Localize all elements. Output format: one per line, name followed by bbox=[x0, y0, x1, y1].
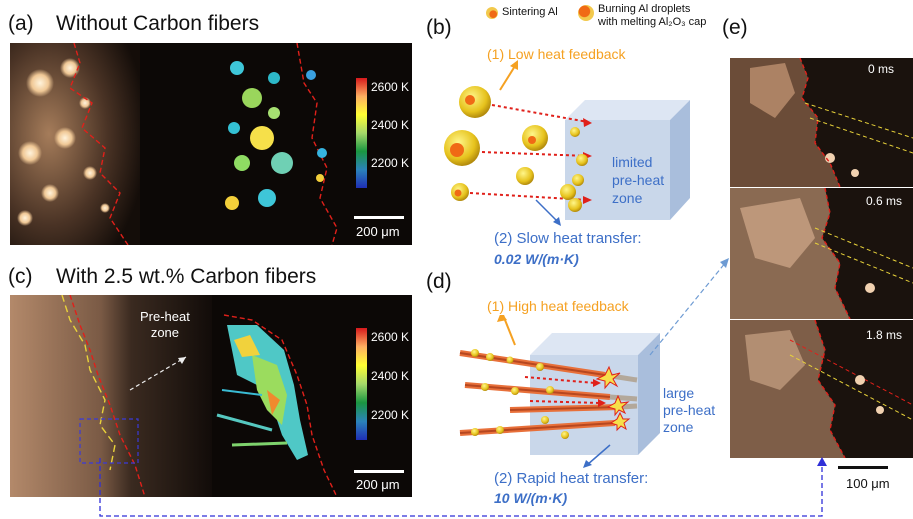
panel-b-cube-line1: limited bbox=[612, 154, 653, 170]
panel-d-cube-line1: large bbox=[663, 385, 695, 401]
panel-b-conductivity-value: 0.02 W/(m·K) bbox=[494, 251, 579, 267]
panel-b-feedback-label: (1) Low heat feedback bbox=[487, 46, 626, 62]
panel-e-time-0: 0 ms bbox=[868, 62, 895, 76]
panel-b-tag: (b) bbox=[426, 16, 452, 39]
panel-a-colorbar-tick-2600: 2600 K bbox=[371, 80, 410, 94]
panel-a-tag: (a) bbox=[8, 12, 34, 35]
panel-e-frame-0 bbox=[730, 58, 913, 188]
panel-c-tag: (c) bbox=[8, 265, 33, 288]
panel-b-transfer-label: (2) Slow heat transfer: bbox=[494, 230, 642, 247]
legend-burning-label: Burning Al droplets with melting Al₂O₃ c… bbox=[598, 3, 706, 29]
region-link-arrow bbox=[99, 458, 823, 517]
panel-e-tag: (e) bbox=[722, 16, 748, 39]
panel-c-colorbar bbox=[356, 328, 367, 440]
panel-c-colorbar-tick-2400: 2400 K bbox=[371, 369, 410, 383]
panel-d-cube-line2: pre-heat bbox=[663, 402, 716, 418]
panel-a-scalebar bbox=[354, 216, 404, 219]
panel-c-title: With 2.5 wt.% Carbon fibers bbox=[56, 265, 317, 288]
panel-c-scalebar bbox=[354, 470, 404, 473]
panel-a-scalebar-label: 200 μm bbox=[356, 224, 400, 239]
panel-b-cube-line2: pre-heat bbox=[612, 172, 665, 188]
panel-c-flame-image bbox=[10, 295, 212, 497]
panel-a-colorbar-tick-2400: 2400 K bbox=[371, 118, 410, 132]
legend-burning-line1: Burning Al droplets bbox=[598, 3, 691, 15]
region-link-arrow-head bbox=[817, 457, 827, 466]
zoom-arrow-head bbox=[720, 258, 729, 268]
panel-a-flame-image bbox=[10, 43, 212, 245]
legend-burning-line2: with melting Al₂O₃ cap bbox=[598, 16, 707, 28]
panel-c-annotation-line2: zone bbox=[150, 325, 180, 340]
panel-e-frame-2 bbox=[730, 320, 913, 458]
panel-b-cube-line3: zone bbox=[612, 190, 643, 206]
panel-c-colorbar-tick-2200: 2200 K bbox=[371, 408, 410, 422]
panel-b-schematic bbox=[440, 60, 730, 240]
legend-sintering-label: Sintering Al bbox=[502, 6, 558, 18]
panel-d-feedback-label: (1) High heat feedback bbox=[487, 298, 629, 314]
panel-e-scalebar-label: 100 μm bbox=[846, 476, 890, 491]
panel-c-colorbar-tick-2600: 2600 K bbox=[371, 330, 410, 344]
sintering-al-legend-icon bbox=[486, 7, 498, 19]
panel-c-annotation-line1: Pre-heat bbox=[140, 309, 190, 324]
panel-c-preheat-annotation: Pre-heat zone bbox=[140, 309, 190, 341]
panel-e-time-1: 0.6 ms bbox=[866, 194, 903, 208]
panel-c-temperature-map bbox=[212, 295, 412, 497]
panel-b-cube-label: limited pre-heat zone bbox=[612, 153, 664, 207]
zoom-arrow-d-to-e bbox=[649, 261, 727, 356]
panel-d-cube-line3: zone bbox=[663, 419, 694, 435]
panel-a-title: Without Carbon fibers bbox=[56, 12, 260, 35]
panel-a-temperature-map bbox=[212, 43, 412, 245]
panel-d-cube-label: large pre-heat zone bbox=[663, 385, 715, 436]
panel-d-transfer-label: (2) Rapid heat transfer: bbox=[494, 470, 649, 487]
panel-d-conductivity-value: 10 W/(m·K) bbox=[494, 490, 568, 506]
panel-e-scalebar bbox=[838, 466, 888, 469]
panel-a-colorbar bbox=[356, 78, 367, 188]
panel-d-schematic bbox=[455, 312, 725, 470]
panel-e-time-2: 1.8 ms bbox=[866, 328, 903, 342]
panel-c-scalebar-label: 200 μm bbox=[356, 477, 400, 492]
panel-e-frame-1 bbox=[730, 188, 913, 320]
panel-d-tag: (d) bbox=[426, 270, 452, 293]
panel-a-colorbar-tick-2200: 2200 K bbox=[371, 156, 410, 170]
burning-al-legend-icon bbox=[578, 5, 594, 21]
